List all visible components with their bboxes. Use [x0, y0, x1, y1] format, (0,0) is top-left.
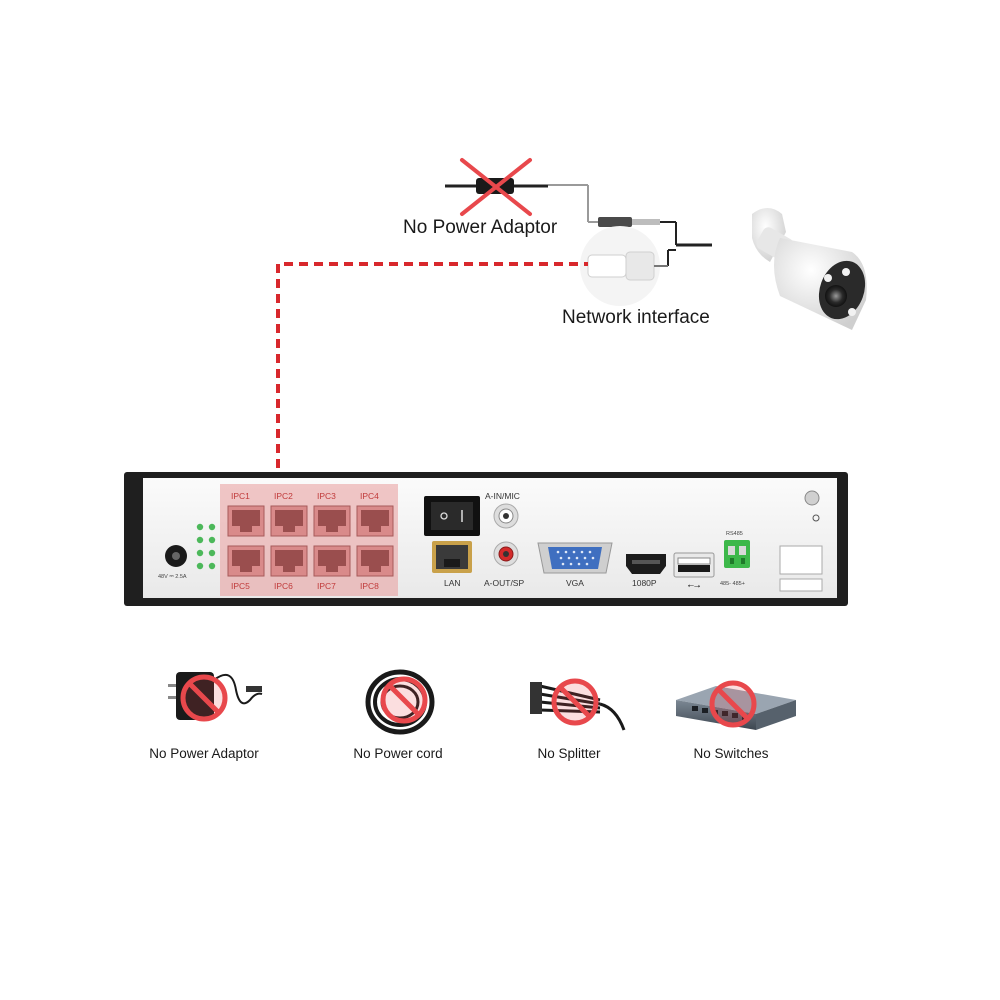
hdmi-label: 1080P	[632, 578, 657, 588]
vga-label: VGA	[566, 578, 584, 588]
rj45-port-ipc6	[270, 545, 308, 577]
port-label-ipc1: IPC1	[231, 491, 250, 501]
item-label-power-cord: No Power cord	[353, 746, 443, 761]
audio-in-jack	[493, 503, 519, 529]
bullet-camera	[752, 208, 867, 330]
vga-port	[537, 542, 613, 574]
status-led	[196, 523, 204, 531]
rj45-port-ipc3	[313, 505, 351, 537]
ground-screw	[804, 490, 820, 522]
status-led	[208, 536, 216, 544]
port-label-ipc3: IPC3	[317, 491, 336, 501]
power-jack	[165, 545, 187, 567]
power-switch	[424, 496, 480, 536]
port-label-ipc5: IPC5	[231, 581, 250, 591]
rj45-port-ipc8	[356, 545, 394, 577]
prohibition-sign-4	[709, 680, 757, 728]
poe-cable-line	[276, 262, 588, 468]
top-adaptor-label: No Power Adaptor	[403, 217, 558, 238]
item-label-switches: No Switches	[693, 746, 769, 761]
item-label-splitter: No Splitter	[537, 746, 601, 761]
usb-port: ⭠⭢	[673, 552, 715, 590]
status-led	[196, 562, 204, 570]
prohibition-signs	[180, 674, 757, 728]
rs485-top-label: RS485	[726, 531, 743, 537]
audio-in-label: A-IN/MIC	[485, 491, 520, 501]
rs485-terminal	[724, 540, 750, 568]
poe-port-group	[227, 505, 394, 577]
lan-port	[432, 541, 472, 573]
rj45-port-ipc5	[227, 545, 265, 577]
status-led	[196, 549, 204, 557]
network-interface-label: Network interface	[562, 307, 710, 328]
status-leds	[196, 523, 216, 570]
port-label-ipc4: IPC4	[360, 491, 379, 501]
rs485-bottom-label: 485- 485+	[720, 581, 745, 587]
port-label-ipc7: IPC7	[317, 581, 336, 591]
lan-label: LAN	[444, 578, 461, 588]
status-led	[208, 549, 216, 557]
splitter-icon	[530, 682, 626, 731]
rj45-port-ipc2	[270, 505, 308, 537]
cross-mark-top-adapter	[460, 158, 532, 216]
audio-out-label: A-OUT/SP	[484, 578, 525, 588]
rj45-port-ipc4	[356, 505, 394, 537]
prohibition-sign-3	[551, 678, 599, 726]
item-label-power-adaptor: No Power Adaptor	[149, 746, 259, 761]
prohibition-sign-2	[380, 676, 428, 724]
network-connector	[580, 226, 668, 306]
rj45-port-ipc1	[227, 505, 265, 537]
svg-text:⭠⭢: ⭠⭢	[688, 581, 701, 590]
status-led	[208, 562, 216, 570]
status-led	[208, 523, 216, 531]
prohibition-sign-1	[180, 674, 228, 722]
port-label-ipc2: IPC2	[274, 491, 293, 501]
spec-sticker	[779, 545, 823, 592]
audio-out-jack	[493, 541, 519, 567]
port-label-ipc6: IPC6	[274, 581, 293, 591]
port-label-ipc8: IPC8	[360, 581, 379, 591]
status-led	[196, 536, 204, 544]
rj45-port-ipc7	[313, 545, 351, 577]
power-rating-label: 48V ⎓ 2.5A	[158, 574, 187, 580]
hdmi-port	[626, 554, 666, 574]
